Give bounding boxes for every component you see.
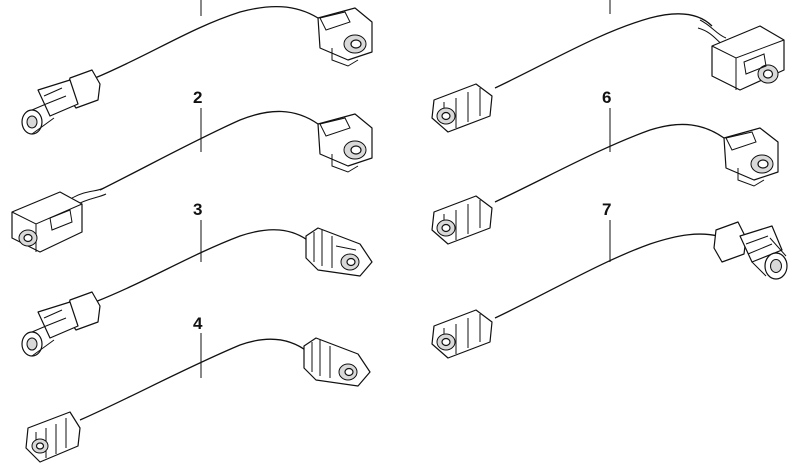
callout-2: 2: [193, 88, 203, 107]
connector-housing-2a: [317, 113, 373, 173]
connector-plug-1: [21, 69, 101, 135]
callout-6: 6: [602, 88, 612, 107]
cable-assembly-7: [431, 220, 788, 359]
cable-assembly-3: [21, 220, 373, 357]
connector-housing-2b: [11, 191, 83, 253]
cable-assembly-4: [25, 333, 371, 463]
cable-assembly-1: [21, 0, 373, 135]
connector-socket-3: [305, 227, 373, 277]
cable-7: [494, 233, 719, 319]
cable-1: [94, 5, 319, 79]
cable-assembly-6: [431, 108, 779, 245]
connector-housing-6: [723, 127, 779, 187]
connector-plug-7b: [431, 309, 493, 359]
connector-plug-6: [431, 195, 493, 245]
connector-plug-7a: [713, 221, 788, 280]
cable-2: [99, 110, 319, 191]
connector-housing-1: [317, 7, 373, 67]
cable-assembly-2: [11, 108, 373, 253]
cable-3: [94, 229, 311, 303]
connector-socket-4: [303, 337, 371, 387]
cable-6: [494, 123, 725, 203]
connector-housing-5: [711, 25, 785, 91]
cable-4: [79, 338, 309, 421]
callout-7: 7: [602, 200, 612, 219]
callout-4: 4: [193, 314, 203, 333]
cable-assembly-5: [431, 0, 785, 133]
connector-plug-4: [25, 411, 81, 463]
connector-plug-3: [21, 291, 101, 357]
callout-3: 3: [193, 200, 203, 219]
cable-5: [494, 13, 713, 89]
connector-plug-5: [431, 83, 493, 133]
